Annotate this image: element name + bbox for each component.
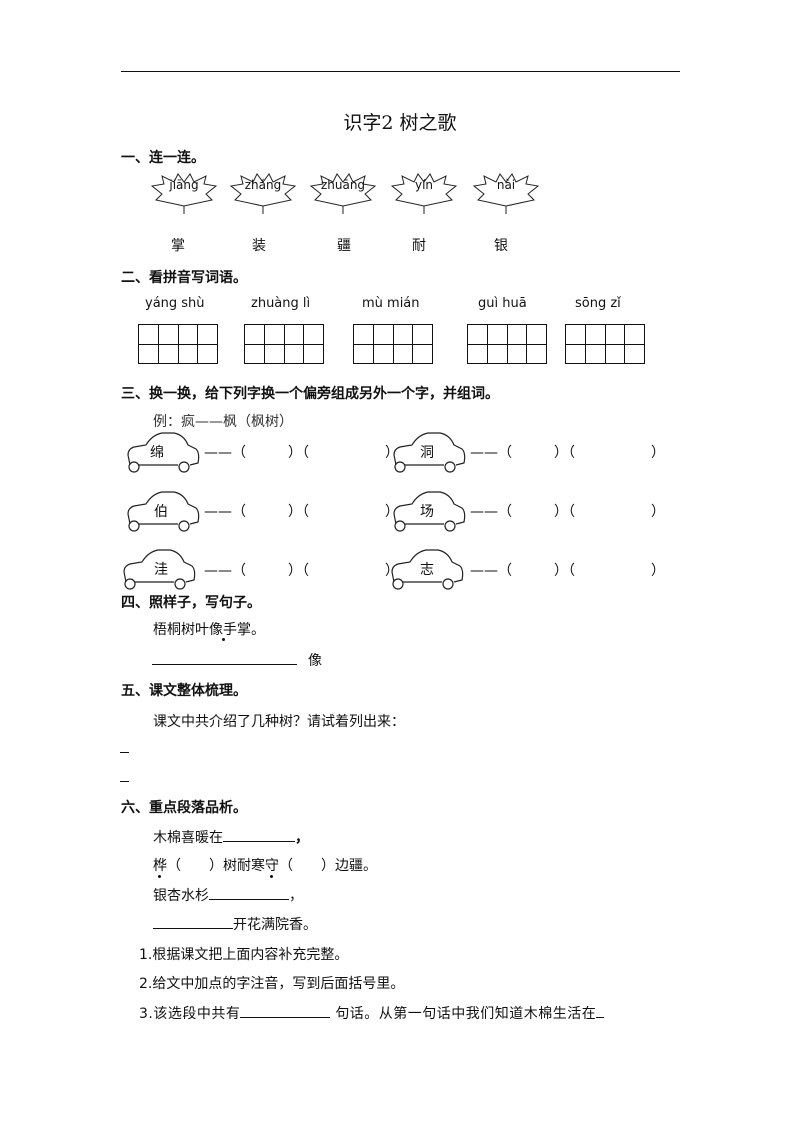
leaf-pinyin: jiāng xyxy=(169,178,199,192)
car-icon xyxy=(393,491,466,532)
maple-leaf-icon xyxy=(309,173,377,214)
s6-line-4: 开花满院香。 xyxy=(153,914,317,934)
fill-blanks: ——（ ）（） xyxy=(470,445,665,461)
q3-blank-place[interactable] xyxy=(596,1017,605,1018)
maple-leaf-icon xyxy=(472,173,540,214)
car-char: 场 xyxy=(420,504,434,520)
emphasis-dot xyxy=(158,875,161,878)
leaf-5: nài xyxy=(470,172,542,216)
match-char: 银 xyxy=(494,238,508,254)
leaf-pinyin: zhuāng xyxy=(320,178,366,192)
s4-answer-blank[interactable] xyxy=(152,664,297,665)
s6-line-2: 桦（ ）树耐寒守（ ）边疆。 xyxy=(153,858,377,874)
car-char: 绵 xyxy=(150,445,164,461)
car-1: 绵 xyxy=(124,429,202,477)
s6-line-1: 木棉喜暖在， xyxy=(153,830,309,846)
writing-grid[interactable] xyxy=(244,324,324,364)
question-1: 1.根据课文把上面内容补充完整。 xyxy=(139,947,349,963)
match-char: 耐 xyxy=(412,238,426,254)
match-char: 疆 xyxy=(337,238,351,254)
leaf-1: jiāng xyxy=(148,172,220,216)
car-char: 伯 xyxy=(154,504,168,520)
fill-blanks: ——（ ）（） xyxy=(470,563,665,579)
fill-blanks: ——（ ）（） xyxy=(204,445,399,461)
example-line: 例：疯——枫（枫树） xyxy=(153,414,293,430)
q3-blank-count[interactable] xyxy=(240,1017,331,1018)
section-5-heading: 五、课文整体梳理。 xyxy=(121,683,247,699)
section-6-heading: 六、重点段落品析。 xyxy=(121,800,247,816)
leaf-pinyin: yín xyxy=(414,178,434,192)
car-icon xyxy=(127,432,200,473)
car-3: 伯 xyxy=(124,488,202,536)
car-char: 志 xyxy=(420,562,434,578)
car-icon xyxy=(393,432,466,473)
pinyin-word: sōng zǐ xyxy=(575,296,621,311)
header-rule xyxy=(121,71,680,72)
s6-line-3: 银杏水杉， xyxy=(153,888,303,904)
maple-leaf-icon xyxy=(150,173,218,214)
leaf-2: zhǎng xyxy=(227,172,299,216)
car-char: 洞 xyxy=(420,445,434,461)
section-1-heading: 一、连一连。 xyxy=(121,150,205,166)
emphasis-dot xyxy=(222,638,225,641)
car-icon xyxy=(391,549,464,590)
maple-leaf-icon xyxy=(390,173,458,214)
pinyin-word: guì huā xyxy=(478,296,527,311)
car-5: 洼 xyxy=(120,546,198,594)
section-3-heading: 三、换一换，给下列字换一个偏旁组成另外一个字，并组词。 xyxy=(121,386,499,402)
maple-leaf-icon xyxy=(229,173,297,214)
page-title: 识字2 树之歌 xyxy=(343,112,457,134)
pinyin-word: yáng shù xyxy=(145,296,205,311)
writing-grid[interactable] xyxy=(565,324,645,364)
leaf-pinyin: zhǎng xyxy=(244,178,282,192)
car-icon xyxy=(123,549,196,590)
car-6: 志 xyxy=(388,546,466,594)
leaf-pinyin: nài xyxy=(496,178,516,192)
car-icon xyxy=(127,491,200,532)
car-char: 洼 xyxy=(154,562,168,578)
s4-example: 梧桐树叶像手掌。 xyxy=(153,622,265,638)
question-2: 2.给文中加点的字注音，写到后面括号里。 xyxy=(139,976,405,992)
s5-answer-blank[interactable] xyxy=(120,752,129,753)
question-3: 3.该选段中共有 句话。从第一句话中我们知道木棉生活在 xyxy=(139,1003,605,1023)
writing-grid[interactable] xyxy=(467,324,547,364)
s6-blank[interactable] xyxy=(223,841,295,842)
match-char: 装 xyxy=(252,238,266,254)
section-2-heading: 二、看拼音写词语。 xyxy=(121,270,247,286)
pinyin-word: zhuàng lì xyxy=(251,296,311,311)
leaf-4: yín xyxy=(388,172,460,216)
match-char: 掌 xyxy=(171,238,185,254)
writing-grid[interactable] xyxy=(353,324,433,364)
s5-question: 课文中共介绍了几种树？请试着列出来： xyxy=(153,714,405,730)
fill-blanks: ——（ ）（） xyxy=(470,504,665,520)
fill-blanks: ——（ ）（） xyxy=(204,563,399,579)
s6-blank[interactable] xyxy=(209,899,289,900)
s6-blank[interactable] xyxy=(153,928,233,929)
fill-blanks: ——（ ）（） xyxy=(204,504,399,520)
emphasis-dot xyxy=(270,875,273,878)
leaf-3: zhuāng xyxy=(307,172,379,216)
s4-like-word: 像 xyxy=(308,653,322,669)
writing-grid[interactable] xyxy=(138,324,218,364)
car-2: 洞 xyxy=(390,429,468,477)
car-4: 场 xyxy=(390,488,468,536)
pinyin-word: mù mián xyxy=(362,296,420,311)
section-4-heading: 四、照样子，写句子。 xyxy=(121,595,261,611)
s5-answer-blank[interactable] xyxy=(120,781,129,782)
